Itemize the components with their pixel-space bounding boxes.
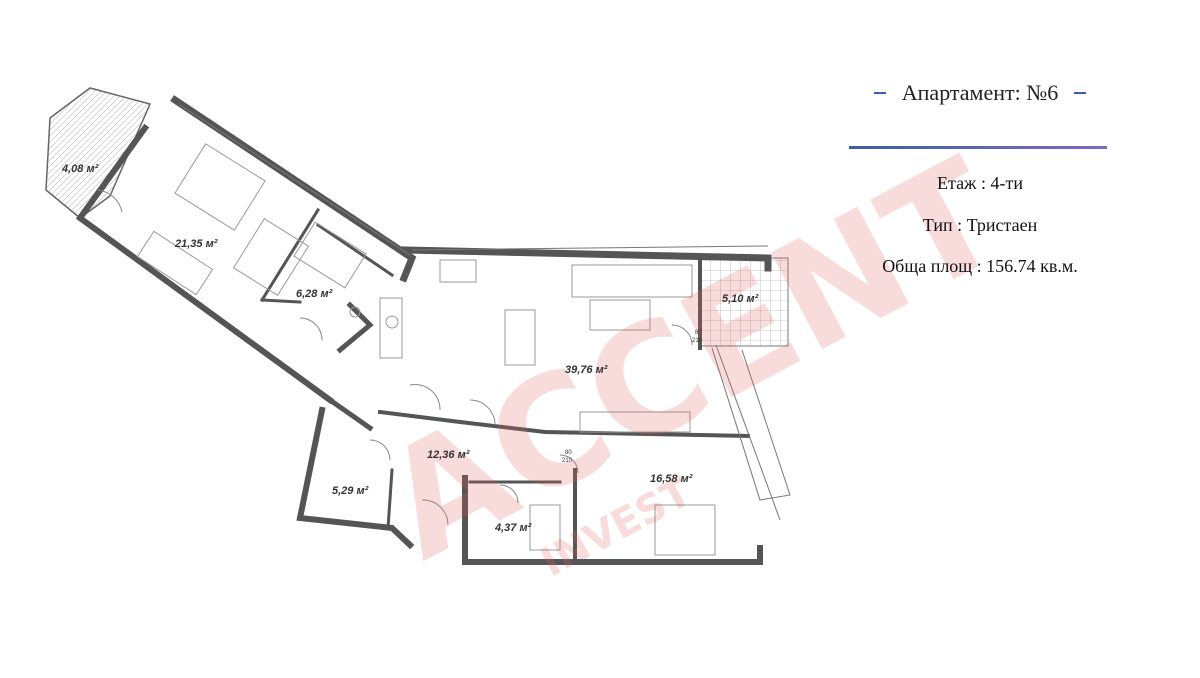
title-dash-left: [873, 92, 886, 94]
walls: [75, 95, 772, 565]
door-label-hall-height: 210: [562, 458, 573, 464]
glazing: [179, 104, 791, 521]
door-label-balcony-right-width: 80: [695, 330, 702, 336]
area-info: Обща площ : 156.74 кв.м.: [882, 256, 1078, 276]
room-balcony-left-area: 4,08 м²: [61, 163, 99, 175]
room-hall-area: 12,36 м²: [427, 449, 470, 461]
room-bedroom-main-area: 21,35 м²: [174, 238, 218, 250]
door-label-balcony-right-height: 210: [692, 338, 703, 344]
balcony-left: [45, 87, 152, 219]
type-info: Тип : Тристаен: [922, 215, 1038, 235]
room-wc-area: 4,37 м²: [494, 522, 532, 534]
apartment-title: Апартамент: №6: [901, 80, 1059, 105]
door-label-hall-width: 80: [565, 450, 572, 456]
room-labels: 4,08 м² 21,35 м² 6,28 м² 39,76 м² 5,10 м…: [61, 163, 759, 534]
door-labels: 80 210 80 210: [562, 330, 703, 464]
room-balcony-right-area: 5,10 м²: [722, 293, 759, 305]
divider: [849, 146, 1107, 149]
room-bathroom-main-area: 6,28 м²: [296, 288, 333, 300]
doors: [97, 189, 693, 526]
room-living-area: 39,76 м²: [565, 364, 608, 376]
room-bedroom-second-area: 16,58 м²: [650, 473, 693, 485]
floor-info: Етаж : 4-ти: [936, 173, 1023, 193]
title-dash-right: [1074, 92, 1087, 94]
apartment-info: Апартамент: №6 Етаж : 4-ти Тип : Тристае…: [840, 80, 1120, 277]
room-storage-area: 5,29 м²: [332, 485, 369, 497]
furniture: [136, 143, 716, 556]
title-row: Апартамент: №6: [840, 80, 1120, 106]
